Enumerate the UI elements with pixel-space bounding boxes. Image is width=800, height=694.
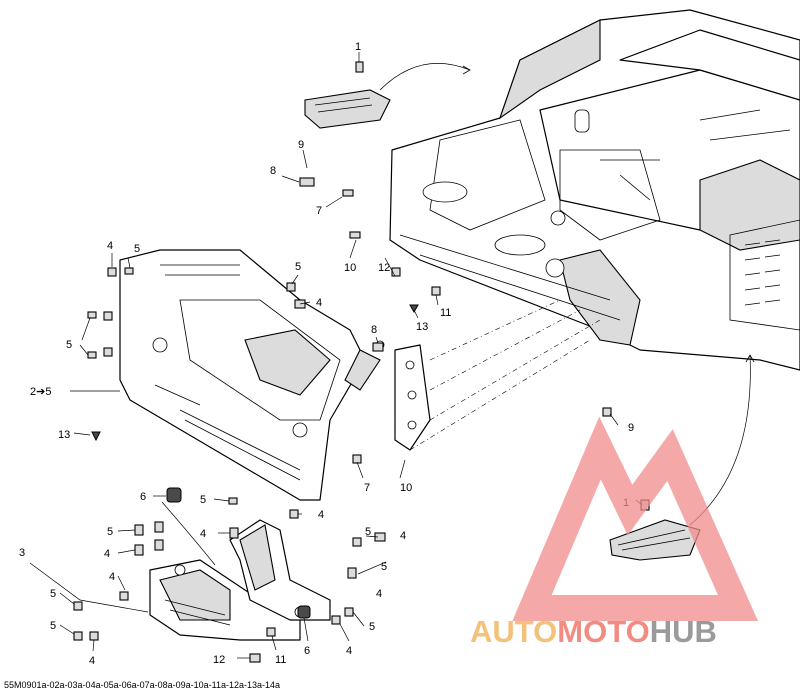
detail-part-1-top (304, 63, 471, 129)
callout-4-d: 4 (200, 528, 206, 540)
watermark-moto: MOTO (557, 614, 649, 649)
callout-4-c: 4 (318, 509, 324, 521)
callout-5-d: 5 (200, 494, 206, 506)
svg-text:AUTOMOTOHUB: AUTOMOTOHUB (470, 614, 717, 649)
callout-3: 3 (19, 547, 25, 559)
callout-5-i: 5 (369, 621, 375, 633)
callout-10-mid: 10 (400, 482, 412, 494)
callout-7-top: 7 (316, 205, 322, 217)
skid-plate (119, 249, 385, 501)
callout-4-f: 4 (104, 548, 110, 560)
callout-11-bottom: 11 (275, 654, 286, 666)
callout-5-a: 5 (134, 243, 140, 255)
callout-5-c: 5 (66, 339, 72, 351)
callout-7-mid: 7 (364, 482, 370, 494)
callout-4-e: 4 (400, 530, 406, 542)
callout-8-mid: 8 (371, 324, 377, 336)
callout-13-left: 13 (58, 429, 70, 441)
callout-4-b: 4 (316, 297, 322, 309)
callout-9-top: 9 (298, 139, 304, 151)
callout-5-j: 5 (365, 526, 371, 538)
callout-8-top: 8 (270, 165, 276, 177)
callout-5-b: 5 (295, 261, 301, 273)
callout-5-g: 5 (50, 588, 56, 600)
detail-part-1-right (161, 354, 755, 566)
callout-9-right: 9 (628, 422, 634, 434)
callout-4-a: 4 (107, 240, 113, 252)
callout-6-bottom: 6 (304, 645, 310, 657)
callout-4-j: 4 (346, 645, 352, 657)
callout-4-i: 4 (89, 655, 95, 667)
callout-4-h: 4 (376, 588, 382, 600)
callout-6-left: 6 (140, 491, 146, 503)
callout-5-h: 5 (50, 620, 56, 632)
callout-13-top: 13 (416, 321, 428, 333)
callout-5-e: 5 (107, 526, 113, 538)
lower-bracket (149, 487, 331, 641)
callout-4-g: 4 (109, 571, 115, 583)
callout-12-bottom: 12 (213, 654, 225, 666)
callout-10-top: 10 (344, 262, 356, 274)
leader-lines (29, 52, 643, 659)
callout-2-to-5: 2➔5 (30, 386, 51, 398)
callout-labels: 1 9 8 7 10 12 11 13 4 5 5 4 5 2➔5 13 8 7… (19, 41, 634, 667)
watermark-logo: AUTOMOTOHUB (470, 416, 759, 649)
watermark-auto: AUTO (470, 614, 557, 649)
callout-12-top: 12 (378, 262, 390, 274)
callout-5-f: 5 (381, 561, 387, 573)
chassis-frame (389, 9, 800, 371)
callout-1-top: 1 (355, 41, 361, 53)
watermark-hub: HUB (650, 614, 717, 649)
side-bracket (394, 299, 601, 451)
callout-11-top: 11 (440, 307, 451, 319)
figure-caption: 55M0901a-02a-03a-04a-05a-06a-07a-08a-09a… (4, 680, 281, 690)
